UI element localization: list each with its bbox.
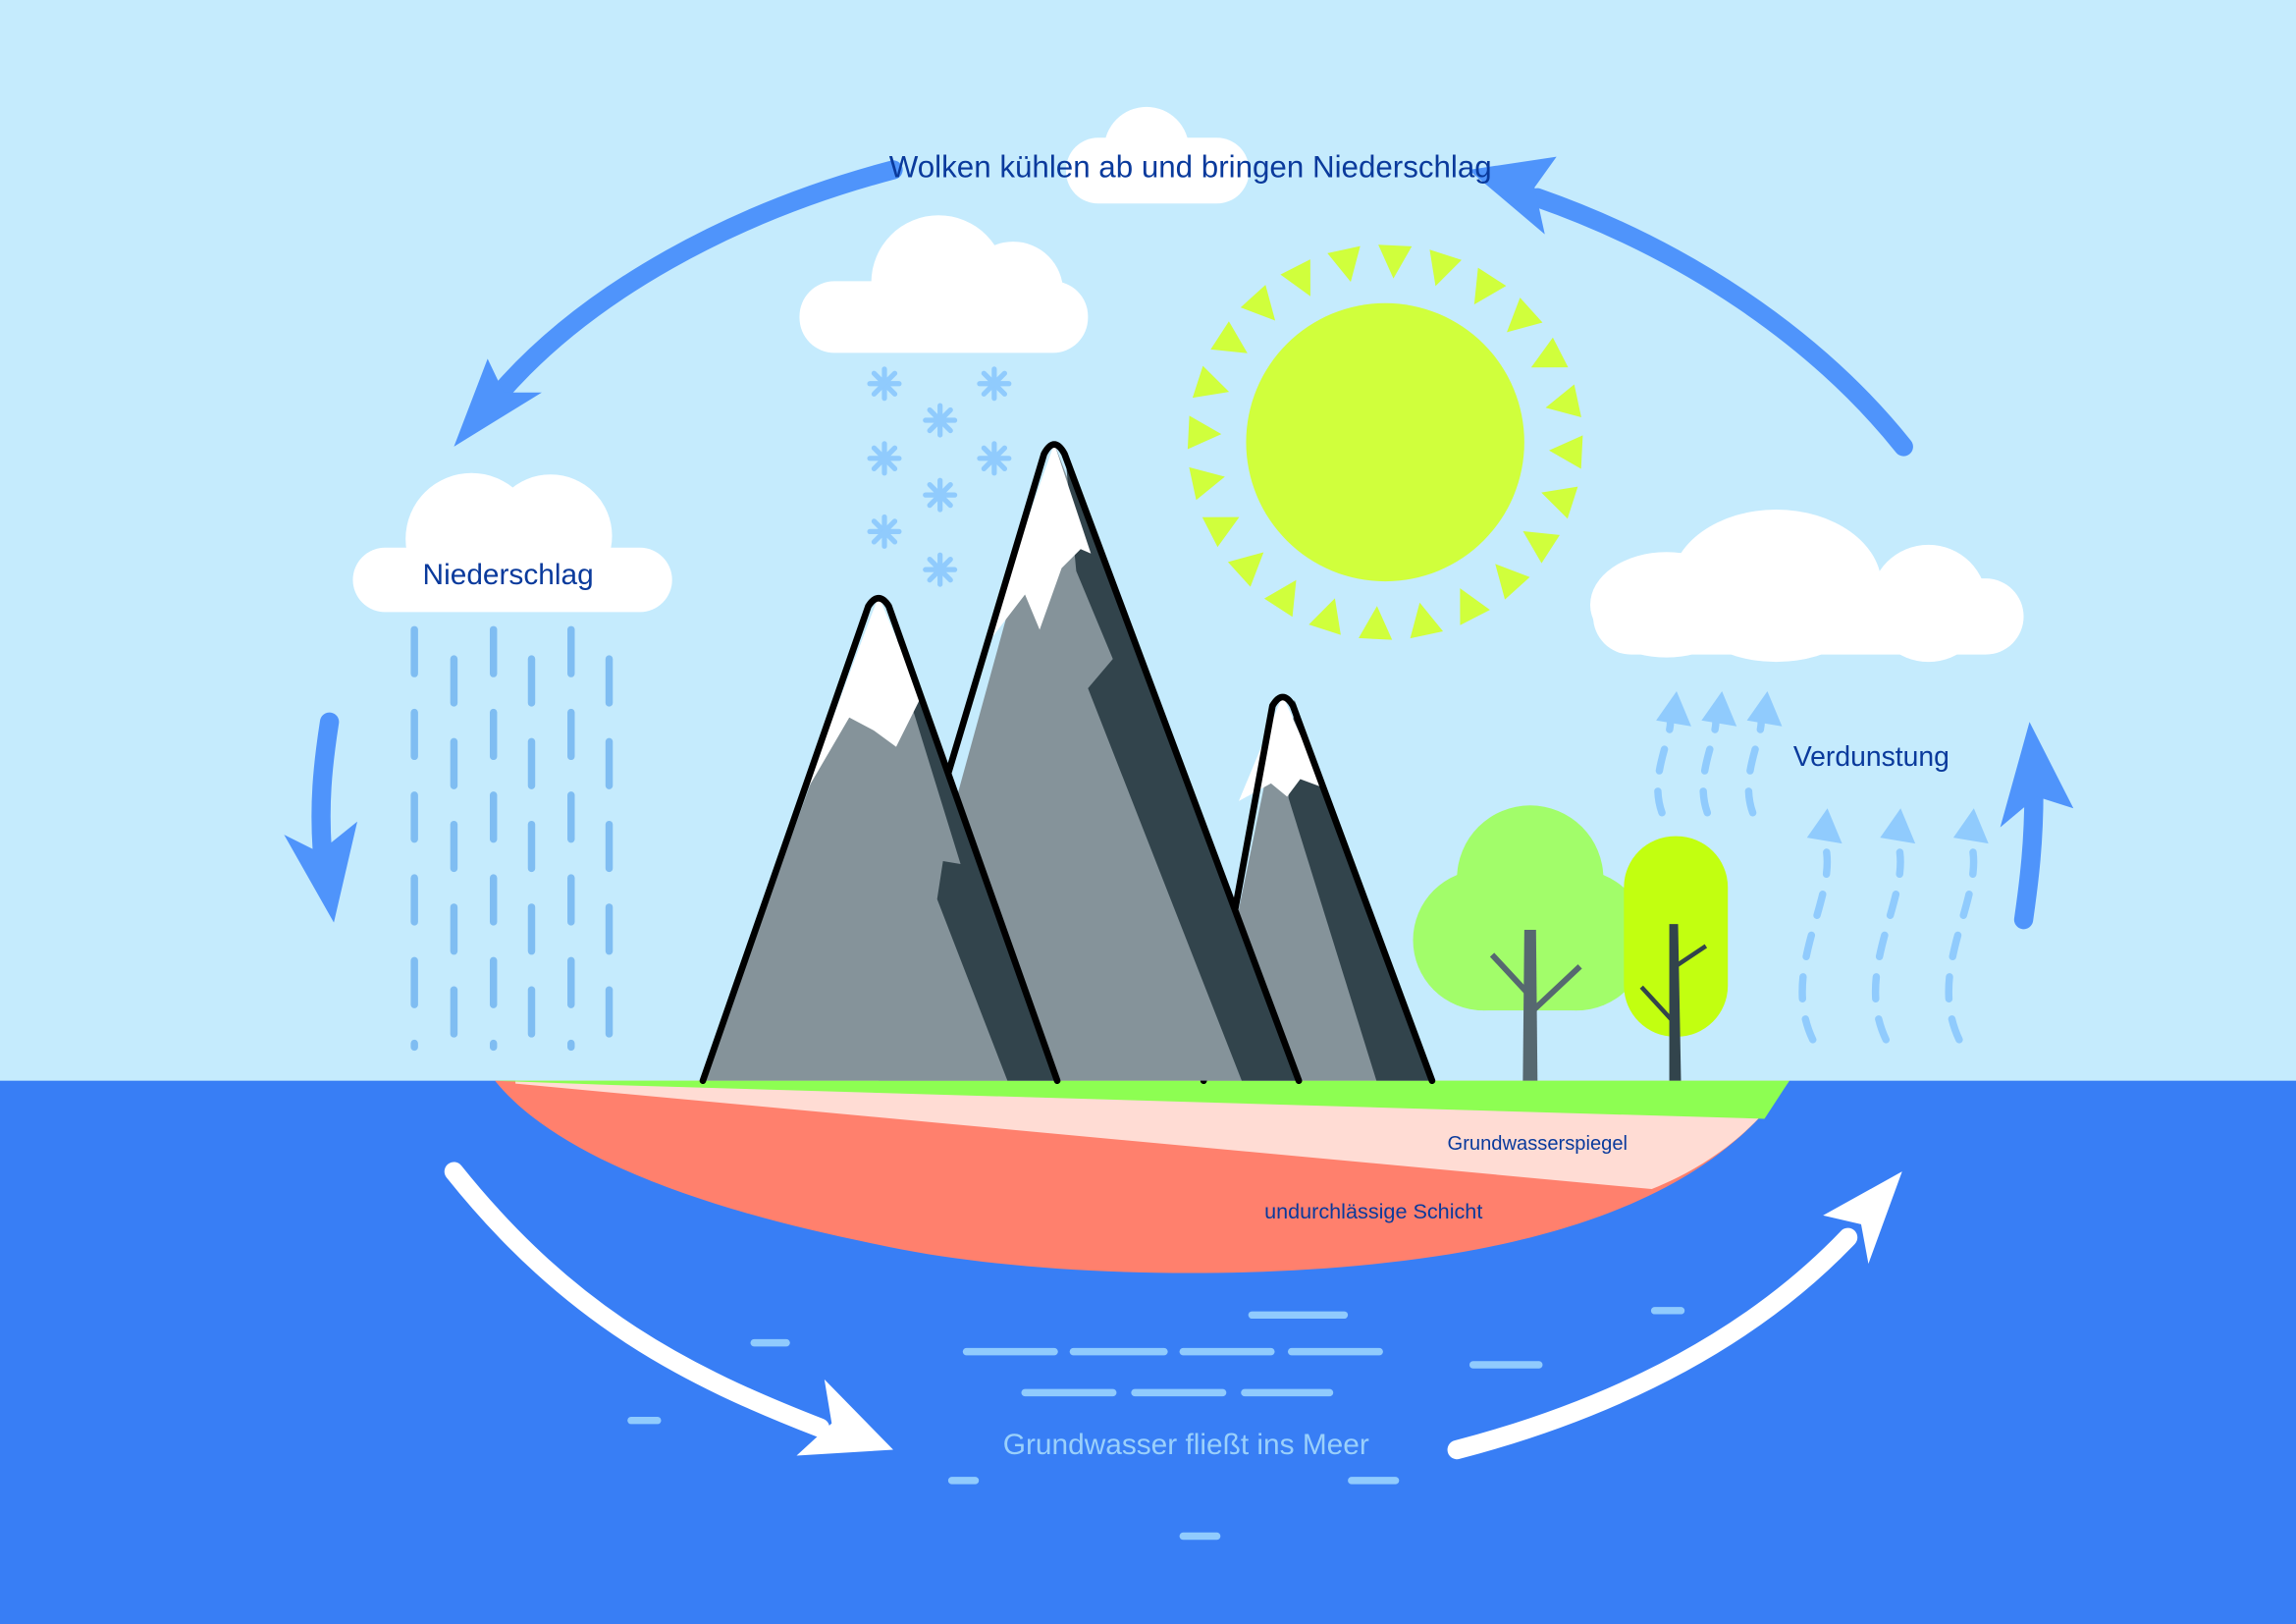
dashed-arrow-icon (1699, 690, 1737, 817)
sun-ray (1227, 552, 1264, 587)
grass-strip (495, 1080, 1789, 1119)
sun-ray (1327, 245, 1361, 283)
sun-ray (1507, 298, 1543, 333)
label-water-table: Grundwasserspiegel (1448, 1133, 1628, 1155)
arrow-icon (444, 1162, 893, 1456)
snowflake-icon (977, 441, 1012, 476)
arrow-icon (1447, 1171, 1902, 1460)
mountain-icon (699, 594, 1061, 1085)
sun-ray (1240, 285, 1276, 321)
snowfall (867, 366, 1012, 587)
arrow-icon (454, 160, 903, 447)
snowflake-icon (977, 366, 1012, 402)
arrow-icon (1468, 156, 1913, 457)
sea-waves (627, 1307, 1685, 1541)
label-evaporation: Verdunstung (1793, 741, 1949, 773)
sun-ray (1263, 579, 1297, 618)
cycle-arrows-sea (444, 1162, 1902, 1460)
sun-ray (1549, 435, 1583, 469)
sun-ray (1192, 365, 1230, 399)
snowflake-icon (923, 403, 958, 438)
sun-ray (1429, 249, 1462, 287)
sun-ray (1522, 531, 1560, 564)
dashed-arrow-icon (1945, 808, 1989, 1044)
snowflake-icon (867, 514, 902, 549)
snowflake-icon (923, 552, 958, 587)
snowflake-icon (867, 366, 902, 402)
rain-icon (410, 625, 614, 1052)
sun-ray (1473, 267, 1507, 305)
tree-icon (1413, 805, 1648, 1081)
sun-ray (1308, 598, 1341, 635)
sun-ray (1545, 384, 1581, 417)
arrow-icon (2000, 722, 2074, 930)
sun-ray (1280, 259, 1310, 297)
sun-ray (1378, 244, 1413, 279)
sun-ray (1210, 321, 1248, 353)
island-cross-section (495, 1080, 1789, 1273)
cloud-icon (1589, 510, 2024, 663)
sun-ray (1359, 606, 1393, 640)
dashed-arrow-icon (1744, 690, 1783, 817)
dashed-arrow-icon (1798, 808, 1842, 1044)
cloud-icon (1065, 106, 1250, 204)
dashed-arrow-icon (1654, 690, 1691, 817)
sun-ray (1541, 486, 1578, 519)
label-groundwater-flow: Grundwasser fließt ins Meer (1003, 1429, 1369, 1461)
cycle-arrows-sky (284, 156, 2074, 930)
cloud-icon (799, 215, 1089, 353)
sun-ray (1201, 516, 1240, 548)
label-precipitation: Niederschlag (423, 559, 594, 591)
sun-ray (1187, 415, 1222, 450)
snowflake-icon (867, 441, 902, 476)
arrow-icon (284, 712, 357, 923)
sun-ray (1189, 466, 1225, 501)
label-top: Wolken kühlen ab und bringen Niederschla… (889, 149, 1492, 184)
sun-ray (1530, 337, 1569, 368)
snowflake-icon (923, 477, 958, 513)
sun-ray (1460, 588, 1490, 625)
label-impermeable-layer: undurchlässige Schicht (1264, 1199, 1482, 1223)
cloud-icon (352, 472, 672, 613)
dashed-arrow-icon (1872, 808, 1916, 1044)
sun-icon (1187, 244, 1583, 640)
tree-icon (1624, 836, 1729, 1081)
evaporation-arrows (1654, 690, 1989, 1044)
sun-ray (1495, 564, 1530, 600)
sun-ray (1410, 602, 1444, 639)
mountain-range (699, 441, 1436, 1085)
